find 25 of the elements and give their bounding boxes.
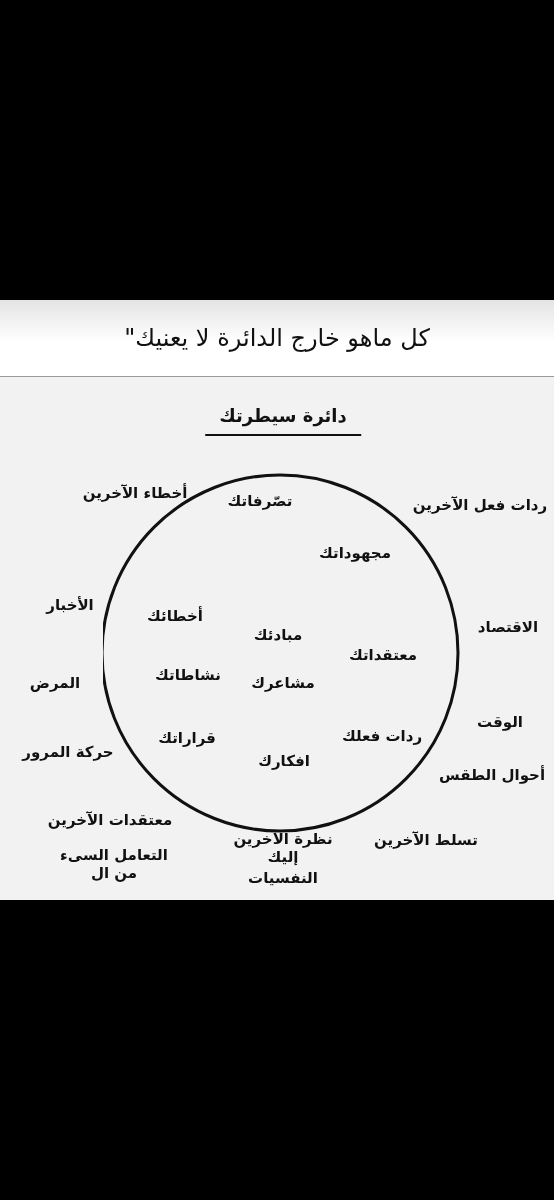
outside-label: حركة المرور xyxy=(22,743,114,761)
outside-label: الأخبار xyxy=(46,596,94,614)
outside-label: التعامل السىء من ال xyxy=(59,846,169,882)
circle-item: معتقداتك xyxy=(348,646,418,664)
circle-item: افكارك xyxy=(258,752,310,770)
outside-label: النفسيات xyxy=(248,869,318,887)
circle-item: مجهوداتك xyxy=(319,544,391,562)
circle-item: نشاطاتك xyxy=(155,666,221,684)
outside-label: تسلط الآخرين xyxy=(374,831,478,849)
circle-item: مبادئك xyxy=(253,626,303,644)
outside-label: أخطاء الآخرين xyxy=(82,484,188,502)
circle-item: قراراتك xyxy=(158,729,216,747)
outside-label: الوقت xyxy=(477,713,523,731)
outside-label: ردات فعل الآخرين xyxy=(412,496,548,514)
circle-heading: دائرة سيطرتك xyxy=(205,405,361,436)
circle-item: ردات فعلك xyxy=(341,727,423,745)
outside-label: أحوال الطقس xyxy=(438,766,546,784)
circle-item: أخطائك xyxy=(147,607,203,625)
outside-label: معتقدات الآخرين xyxy=(47,811,173,829)
outside-label: الاقتصاد xyxy=(477,618,539,636)
outside-label: نظرة الآخرين إليك xyxy=(232,830,334,866)
outside-label: المرض xyxy=(29,674,81,692)
circle-item: تصّرفاتك xyxy=(227,492,293,510)
title: كل ماهو خارج الدائرة لا يعنيك" xyxy=(124,324,430,352)
circle-item: مشاعرك xyxy=(251,674,315,692)
